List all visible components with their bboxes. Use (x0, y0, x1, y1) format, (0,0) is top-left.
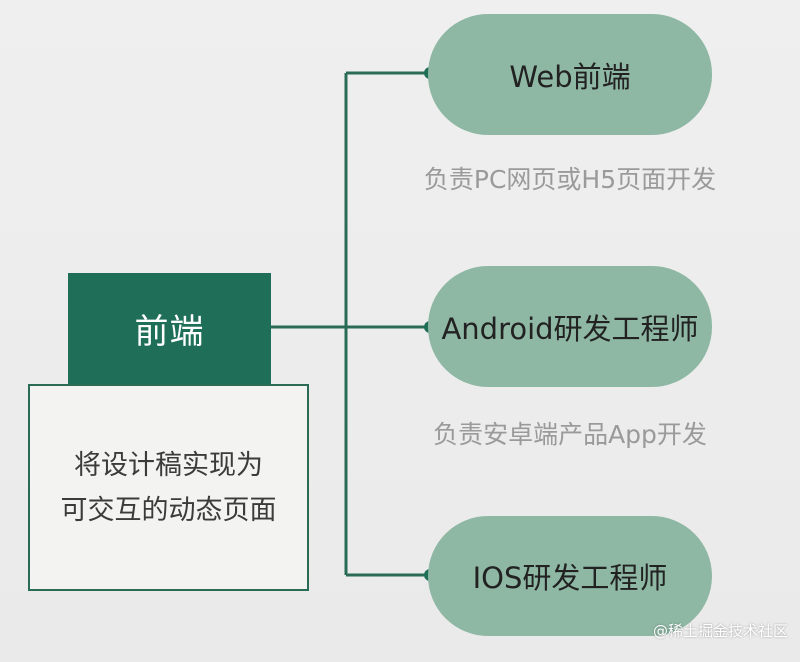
watermark: @稀土掘金技术社区 (652, 622, 788, 640)
branch-node-ios: IOS研发工程师 (428, 516, 712, 636)
root-node-description: 将设计稿实现为 可交互的动态页面 (28, 384, 309, 591)
branch-description-android: 负责安卓端产品App开发 (433, 420, 707, 449)
branch-node-web: Web前端 (428, 14, 712, 135)
branch-description-web: 负责PC网页或H5页面开发 (423, 165, 717, 194)
root-description-line-2: 可交互的动态页面 (60, 494, 277, 526)
branch-node-android: Android研发工程师 (428, 266, 712, 387)
root-description-line-1: 将设计稿实现为 (74, 449, 263, 481)
root-node-title: 前端 (68, 273, 271, 384)
